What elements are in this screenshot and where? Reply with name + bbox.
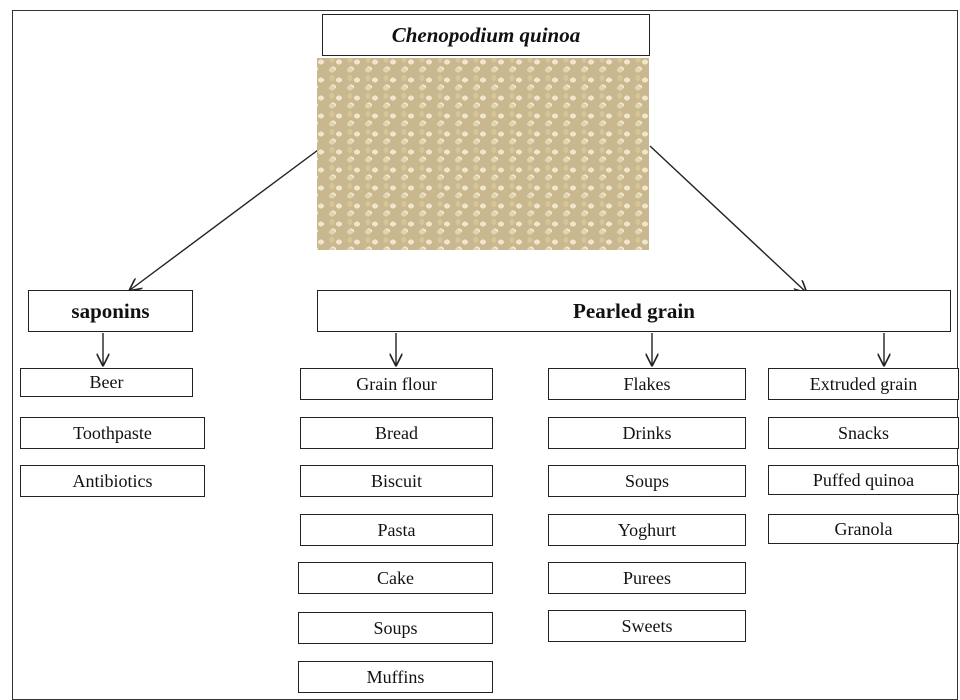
flour-item-pasta: Pasta (300, 514, 493, 546)
flour-item-bread: Bread (300, 417, 493, 449)
flour-item-cake: Cake (298, 562, 493, 594)
saponins-item-antibiotics: Antibiotics (20, 465, 205, 497)
saponins-item-beer: Beer (20, 368, 193, 397)
extruded-item-granola: Granola (768, 514, 959, 544)
flour-item-muffins: Muffins (298, 661, 493, 693)
flakes-item-purees: Purees (548, 562, 746, 594)
flakes-item-sweets: Sweets (548, 610, 746, 642)
flakes-item-yoghurt: Yoghurt (548, 514, 746, 546)
flakes-item-drinks: Drinks (548, 417, 746, 449)
arrow-to-saponins (130, 150, 318, 290)
flour-item-soups: Soups (298, 612, 493, 644)
pearled-grain-box: Pearled grain (317, 290, 951, 332)
extruded-item-puffed-quinoa: Puffed quinoa (768, 465, 959, 495)
flour-item-biscuit: Biscuit (300, 465, 493, 497)
extruded-item-extruded-grain: Extruded grain (768, 368, 959, 400)
saponins-item-toothpaste: Toothpaste (20, 417, 205, 449)
flour-item-grain-flour: Grain flour (300, 368, 493, 400)
saponins-box: saponins (28, 290, 193, 332)
quinoa-seeds-photo (317, 58, 649, 250)
title-box: Chenopodium quinoa (322, 14, 650, 56)
extruded-item-snacks: Snacks (768, 417, 959, 449)
arrow-to-pearled-grain (650, 146, 806, 292)
flakes-item-soups: Soups (548, 465, 746, 497)
flakes-item-flakes: Flakes (548, 368, 746, 400)
